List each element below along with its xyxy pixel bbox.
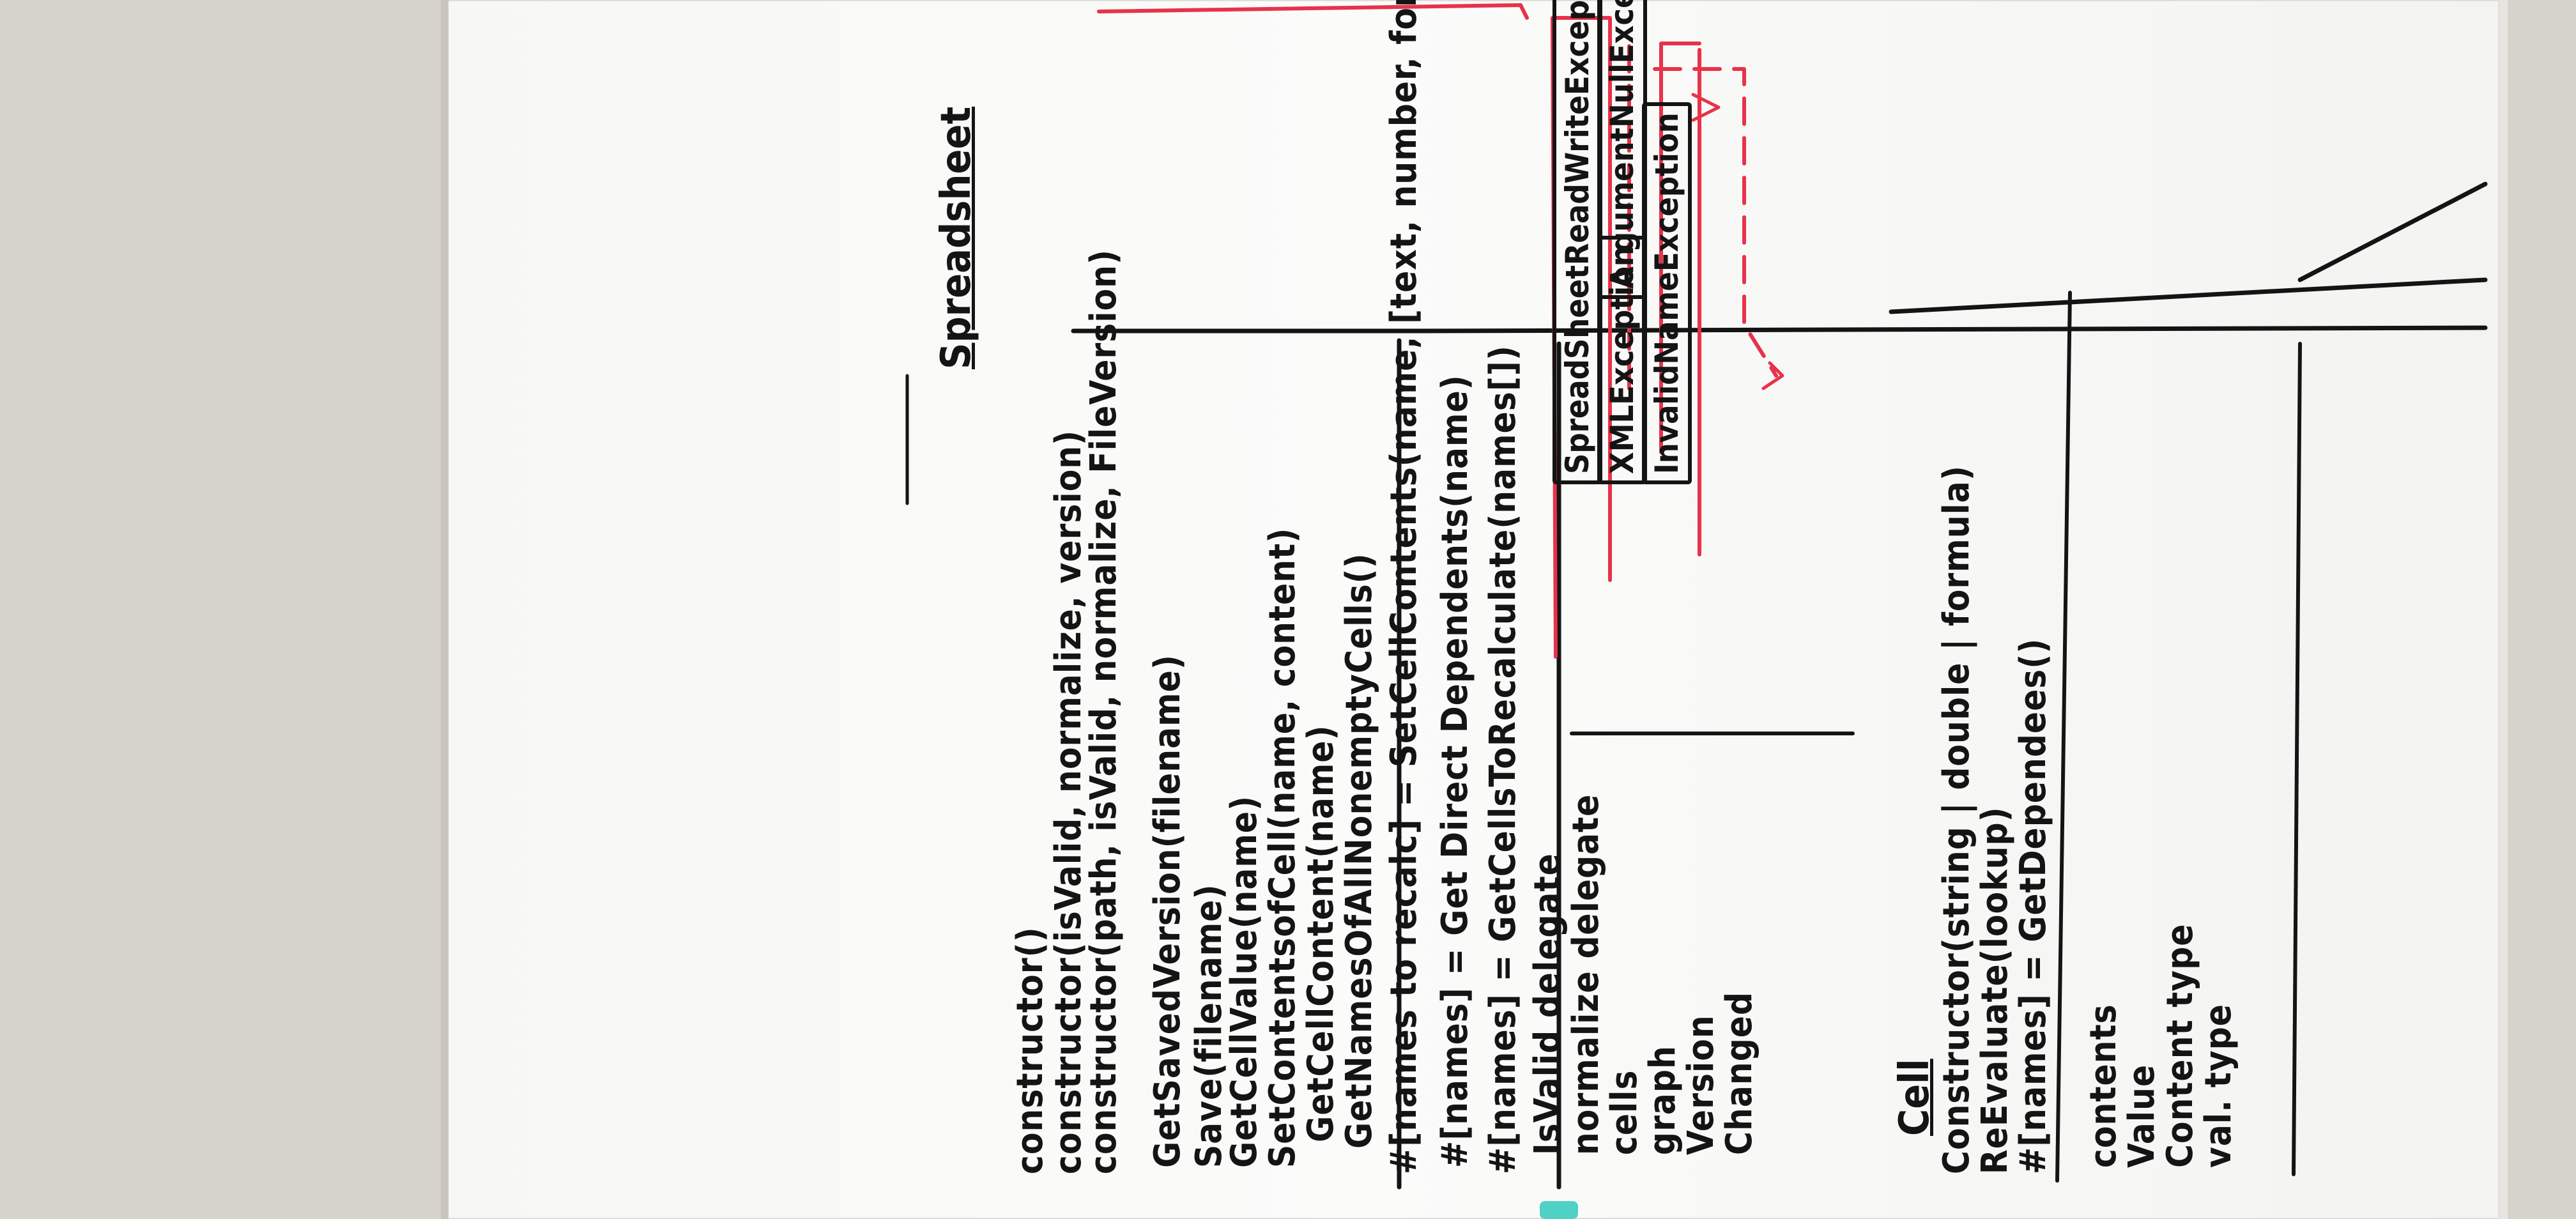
red-arrow-constructor [1097,3,1529,20]
red-arrow-save [1551,16,1612,659]
cell-field-separator [2055,291,2072,1183]
cell-title: Cell [1891,1059,1938,1136]
field-cells: cells [1604,1070,1645,1155]
exception-argument-null: ArgumentNullException [1597,0,1647,299]
cell-field-contents: contents [2083,1004,2124,1168]
field-isvalid-delegate: IsValid delegate [1527,853,1568,1155]
method-get-cell-value: GetCellValue(name) [1223,795,1265,1168]
field-normalize-delegate: normalize delegate [1565,793,1607,1155]
field-version: Version [1680,1015,1722,1155]
field-graph: graph [1642,1045,1683,1155]
cell-field-val-type: val. type [2198,1004,2239,1168]
class-diagram: Spreadsheet constructor() constructor(is… [447,0,2499,1219]
spreadsheet-constructor-1: constructor() [1009,926,1051,1174]
method-set-contents-of-cell: SetContentsofCell(name, content) [1262,527,1303,1168]
whiteboard-edge [441,0,448,1219]
diagram-lines [905,3,2488,1190]
red-arrow-setcontents [1659,42,1701,454]
exception-invalid-name: InvalidNameException [1642,102,1692,484]
method-get-saved-version: GetSavedVersion(filename) [1147,654,1188,1168]
protected-get-direct-dependents: #[names] = Get Direct Dependents(name) [1434,374,1476,1168]
cell-inner-line [2292,342,2302,1176]
spreadsheet-title: Spreadsheet [933,106,980,369]
exception-readwrite: SpreadSheetReadWriteException [1552,0,1602,484]
spreadsheet-box-border [1071,325,2488,334]
whiteboard [447,0,2499,1219]
teal-marker-cap [1540,1201,1578,1219]
protected-set-cell-contents: #[names to recalc] = SetCellContents(nam… [1383,0,1425,1174]
red-dashed-invalid [1653,67,1778,378]
cell-reevaluate: ReEvaluate(lookup) [1974,806,2016,1174]
right-column-line-1 [1889,277,2488,314]
spreadsheet-constructor-3: constructor(path, isValid, normalize, Fi… [1083,249,1124,1174]
cell-field-content-type: Content type [2159,923,2201,1168]
method-get-names-of-nonempty-cells: GetNamesOfAllNonemptyCells() [1338,553,1380,1149]
protected-get-cells-to-recalculate: #[names] = GetCellsToRecalculate(names[]… [1482,345,1524,1174]
method-get-cell-content: GetCellContent(name) [1300,724,1342,1142]
red-arrowhead-top [1691,93,1721,122]
right-column-line-2 [2297,181,2488,282]
cell-field-value: Value [2121,1064,2163,1168]
red-arrowhead-bottom [1761,361,1784,390]
cell-get-dependees: #[names] = GetDependees() [2012,638,2054,1174]
field-changed: Changed [1719,991,1760,1155]
cell-constructor: Constructor(string | double | formula) [1936,465,1977,1174]
